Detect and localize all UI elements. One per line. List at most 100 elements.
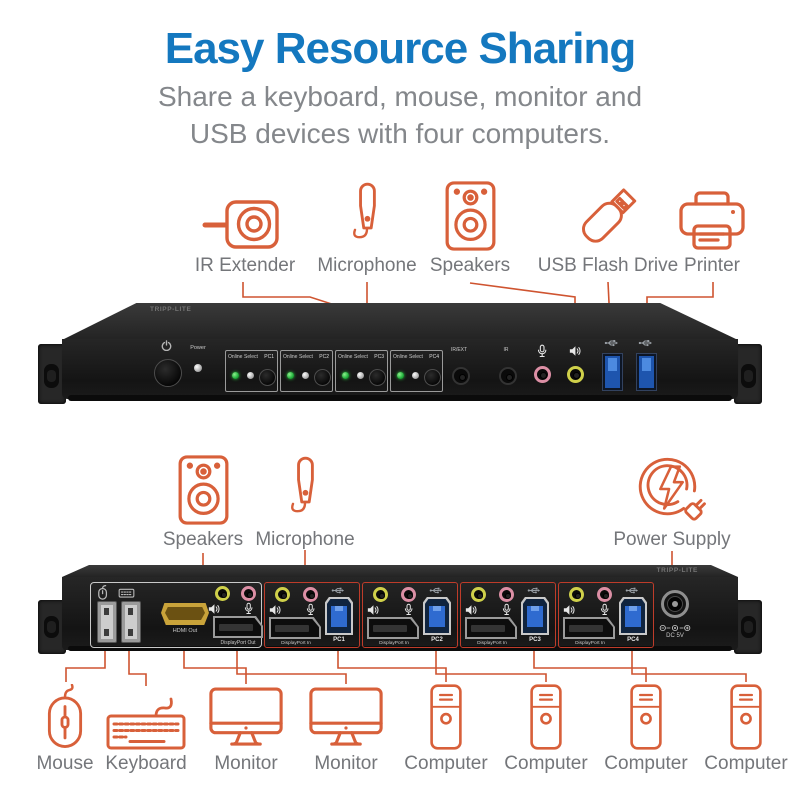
- page-title: Easy Resource Sharing: [164, 24, 637, 73]
- speakers-icon: [177, 454, 230, 526]
- displayport-in-port: [269, 617, 321, 639]
- speaker-jack: [373, 587, 388, 602]
- usb3-port-2: [636, 353, 657, 391]
- keyboard-glyph-icon: [118, 587, 135, 598]
- displayport-in-port: [465, 617, 517, 639]
- callout-monitor-2: Monitor: [296, 684, 396, 775]
- subtitle-line2: USB devices with four computers.: [189, 118, 611, 149]
- console-port-group: HDMI Out DisplayPort Out: [90, 582, 263, 648]
- select-button: [314, 369, 331, 386]
- monitor-icon: [209, 687, 283, 750]
- speaker-jack: [215, 586, 230, 601]
- callout-label: IR Extender: [194, 255, 296, 276]
- mic-glyph-icon: [306, 603, 315, 616]
- mic-glyph-icon: [537, 344, 547, 358]
- displayport-out-label: DisplayPort Out: [220, 640, 256, 646]
- select-led: [412, 372, 419, 379]
- mic-jack: [241, 586, 256, 601]
- rear-panel: TRIPP-LITE HDMI Out DisplayPort Out: [38, 560, 762, 660]
- port-group-pc4: Online Select PC4: [390, 350, 443, 392]
- online-led: [287, 372, 294, 379]
- callout-label: Speakers: [162, 529, 244, 550]
- online-led: [342, 372, 349, 379]
- power-symbol-icon: [161, 340, 172, 351]
- callout-keyboard: Keyboard: [96, 684, 196, 775]
- displayport-out-port: [213, 616, 263, 638]
- online-label: Online: [228, 354, 243, 360]
- usb-b-port: [619, 597, 647, 635]
- callout-computer-3: Computer: [596, 684, 696, 775]
- callout-printer: Printer: [662, 180, 762, 277]
- usb-symbol-icon: [625, 586, 639, 595]
- callout-label: Monitor: [214, 753, 278, 774]
- displayport-in-port: [367, 617, 419, 639]
- select-label: Select: [354, 354, 368, 360]
- pc-port-label: PC1: [333, 637, 345, 643]
- pc-port-label: PC4: [627, 637, 639, 643]
- callout-speakers-rear: Speakers: [158, 438, 248, 551]
- callout-label: Computer: [704, 753, 788, 774]
- select-led: [247, 372, 254, 379]
- page-subtitle: Share a keyboard, mouse, monitor and USB…: [0, 78, 800, 152]
- power-led-label: Power: [190, 345, 206, 351]
- port-group-pc2: Online Select PC2: [280, 350, 333, 392]
- mouse-glyph-icon: [96, 584, 109, 600]
- callout-label: Computer: [604, 753, 688, 774]
- power-led: [194, 364, 202, 372]
- usb-symbol-icon: [429, 586, 443, 595]
- mic-jack: [401, 587, 416, 602]
- ir-label: IR: [503, 347, 509, 353]
- rear-bottom-lip: [68, 646, 732, 651]
- speaker-jack: [275, 587, 290, 602]
- rear-top-face: TRIPP-LITE: [62, 565, 738, 577]
- callout-computer-1: Computer: [396, 684, 496, 775]
- usb-symbol-icon: [527, 586, 541, 595]
- callout-label: Computer: [504, 753, 588, 774]
- select-button: [259, 369, 276, 386]
- callout-label: Computer: [404, 753, 488, 774]
- mic-glyph-icon: [404, 603, 413, 616]
- power-supply-icon: [635, 452, 709, 526]
- callout-usb-flash-drive: USB Flash Drive: [535, 180, 681, 277]
- callout-ir-extender: IR Extender: [175, 180, 315, 277]
- callout-label: Microphone: [255, 529, 355, 550]
- computer-icon: [728, 684, 764, 750]
- front-panel: TRIPP-LITE Power Online Select PC1 Onlin…: [38, 300, 762, 406]
- mic-jack: [534, 366, 551, 383]
- displayport-in-port: [563, 617, 615, 639]
- pc-label: PC2: [319, 354, 329, 360]
- hdmi-out-port: [161, 603, 209, 625]
- front-top-face: TRIPP-LITE: [62, 303, 738, 340]
- speaker-glyph-icon: [367, 604, 379, 616]
- pc-label: PC4: [429, 354, 439, 360]
- displayport-in-label: DisplayPort In: [379, 641, 409, 646]
- select-label: Select: [409, 354, 423, 360]
- callout-mouse: Mouse: [15, 684, 115, 775]
- mouse-icon: [44, 684, 86, 750]
- rear-group-pc2: DisplayPort In PC2: [362, 582, 458, 648]
- usb-mouse-port: [97, 601, 117, 643]
- microphone-icon: [346, 180, 388, 252]
- speaker-jack: [471, 587, 486, 602]
- ir-jack: [499, 367, 517, 385]
- mic-jack: [499, 587, 514, 602]
- callout-label: Power Supply: [613, 529, 731, 550]
- select-led: [302, 372, 309, 379]
- callout-label: Keyboard: [105, 753, 187, 774]
- callout-speakers-front: Speakers: [425, 180, 515, 277]
- port-group-pc1: Online Select PC1: [225, 350, 278, 392]
- speaker-glyph-icon: [563, 604, 575, 616]
- callout-computer-2: Computer: [496, 684, 596, 775]
- select-label: Select: [244, 354, 258, 360]
- select-button: [424, 369, 441, 386]
- usb-symbol-icon: [604, 338, 619, 348]
- computer-icon: [628, 684, 664, 750]
- displayport-in-label: DisplayPort In: [281, 641, 311, 646]
- mounting-ear-right: [734, 600, 762, 654]
- speaker-jack: [567, 366, 584, 383]
- callout-label: Speakers: [429, 255, 511, 276]
- mounting-ear-left: [38, 600, 66, 654]
- ir-extender-icon: [201, 196, 289, 252]
- computer-icon: [528, 684, 564, 750]
- select-label: Select: [299, 354, 313, 360]
